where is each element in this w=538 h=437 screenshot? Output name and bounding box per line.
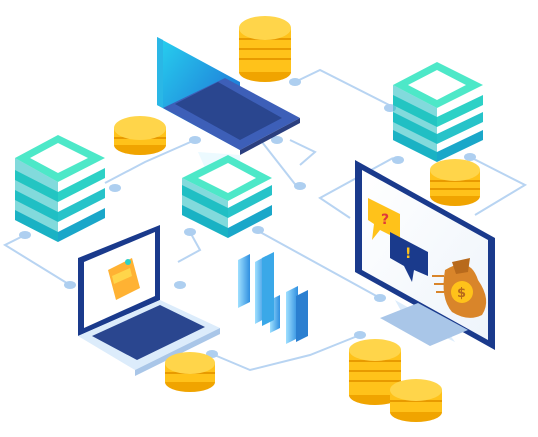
question-mark: ? <box>381 212 389 228</box>
speech-bubble-question-icon: ? <box>368 198 400 240</box>
money-bag-icon: $ <box>432 258 487 318</box>
bar-chart-icon <box>238 252 308 344</box>
laptop-icon <box>157 37 300 170</box>
coin-stack-icon <box>390 379 442 422</box>
server-stack-icon <box>15 135 105 242</box>
exclamation-mark: ! <box>405 246 411 262</box>
coin-stack-icon <box>239 16 291 82</box>
dollar-sign: $ <box>457 286 466 301</box>
speech-bubble-exclamation-icon: ! <box>390 232 428 282</box>
coin-stack-icon <box>114 116 166 155</box>
server-stack-icon <box>393 62 483 162</box>
coin-stack-icon <box>430 159 480 206</box>
server-stack-icon <box>182 155 272 238</box>
laptop-icon <box>78 225 220 376</box>
sticky-note-icon <box>125 259 131 265</box>
coin-stack-icon <box>165 352 215 392</box>
